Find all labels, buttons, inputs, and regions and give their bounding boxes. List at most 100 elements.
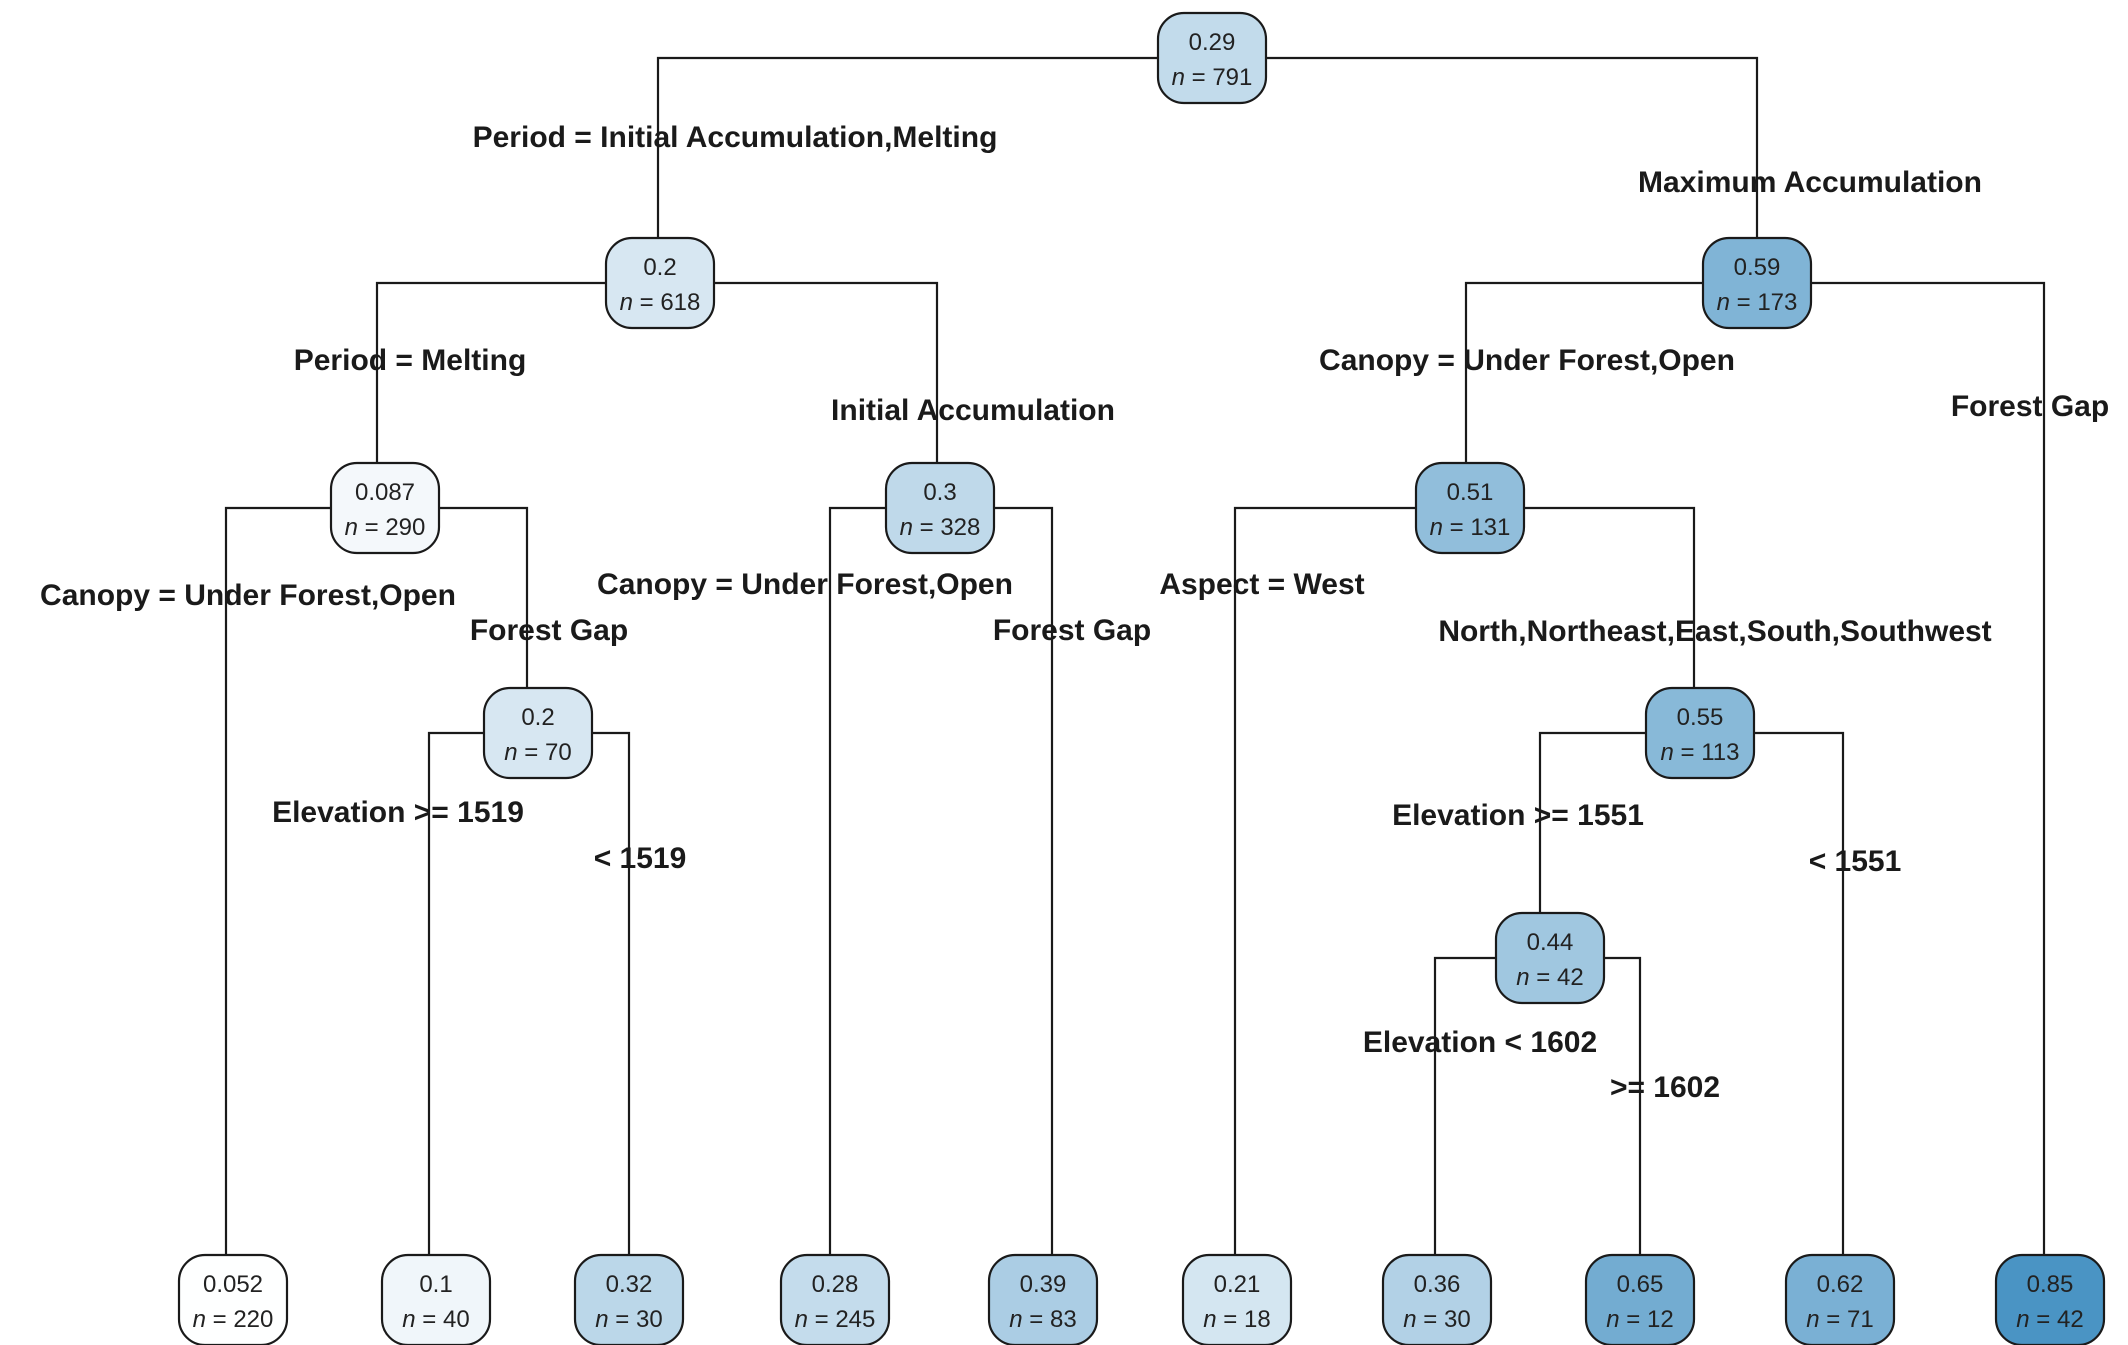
- node-value: 0.36: [1414, 1271, 1461, 1298]
- split-label-s-n3-r: Forest Gap: [1951, 390, 2109, 423]
- n-symbol: n: [1717, 289, 1730, 316]
- edge-n2: [375, 281, 939, 463]
- edge-n5: [828, 506, 1054, 1255]
- n-equals: =: [1443, 514, 1470, 541]
- split-label-s-n6-l: Aspect = West: [1159, 568, 1364, 601]
- node-count: n = 328: [900, 514, 981, 541]
- n-value: 30: [1444, 1306, 1471, 1333]
- n-value: 42: [2057, 1306, 2084, 1333]
- node-box: [1784, 1253, 1896, 1345]
- n-value: 328: [940, 514, 980, 541]
- node-count: n = 173: [1717, 289, 1798, 316]
- node-value: 0.2: [643, 254, 676, 281]
- node-value: 0.65: [1617, 1271, 1664, 1298]
- n-symbol: n: [900, 514, 913, 541]
- n-value: 83: [1050, 1306, 1077, 1333]
- split-label-s-root-r: Maximum Accumulation: [1638, 166, 1982, 199]
- edge-n9: [427, 731, 631, 1255]
- split-node-n3: 0.59 n = 173: [1701, 236, 1813, 330]
- n-equals: =: [1023, 1306, 1050, 1333]
- split-node-n6: 0.51n = 131: [1414, 461, 1526, 555]
- split-label-s-n6-r: North,Northeast,East,South,Southwest: [1438, 615, 1991, 648]
- split-label-s-n9-r: < 1519: [594, 842, 687, 875]
- n-equals: =: [1217, 1306, 1244, 1333]
- n-value: 42: [1557, 964, 1584, 991]
- node-value: 0.62: [1817, 1271, 1864, 1298]
- node-count: n = 131: [1430, 514, 1511, 541]
- node-value: 0.85: [2027, 1271, 2074, 1298]
- node-value: 0.28: [812, 1271, 859, 1298]
- node-box: [1181, 1253, 1293, 1345]
- n-equals: =: [913, 514, 940, 541]
- node-count: n = 40: [402, 1306, 469, 1333]
- n-equals: =: [1185, 64, 1212, 91]
- node-box: [1701, 236, 1813, 330]
- node-box: [177, 1253, 289, 1345]
- edge-n3: [1464, 281, 2046, 1255]
- split-label-s-n9-l: Elevation >= 1519: [272, 796, 524, 829]
- node-box: [987, 1253, 1099, 1345]
- node-box: [884, 461, 996, 555]
- node-value: 0.32: [606, 1271, 653, 1298]
- leaf-node-leaf6: 0.21n = 18: [1181, 1253, 1293, 1345]
- split-node-root: 0.29 n = 791: [1156, 11, 1268, 105]
- node-box: [1156, 11, 1268, 105]
- n-equals: =: [1674, 739, 1701, 766]
- leaf-node-leaf5: 0.39n = 83: [987, 1253, 1099, 1345]
- split-node-n9: 0.2n = 70: [482, 686, 594, 780]
- n-equals: =: [358, 514, 385, 541]
- edge-n26: [1433, 956, 1642, 1255]
- n-symbol: n: [1806, 1306, 1819, 1333]
- split-label-s-n4-l: Canopy = Under Forest,Open: [40, 579, 456, 612]
- node-count: n = 30: [595, 1306, 662, 1333]
- split-label-s-n2-l: Period = Melting: [294, 344, 527, 377]
- n-symbol: n: [795, 1306, 808, 1333]
- node-count: n = 18: [1203, 1306, 1270, 1333]
- n-equals: =: [609, 1306, 636, 1333]
- n-equals: =: [1530, 964, 1557, 991]
- split-label-s-n3-l: Canopy = Under Forest,Open: [1319, 344, 1735, 377]
- node-box: [380, 1253, 492, 1345]
- leaf-node-leaf2: 0.1n = 40: [380, 1253, 492, 1345]
- node-count: n = 42: [1516, 964, 1583, 991]
- node-count: n = 618: [620, 289, 701, 316]
- n-value: 30: [636, 1306, 663, 1333]
- node-count: n = 245: [795, 1306, 876, 1333]
- node-count: n = 113: [1661, 739, 1740, 766]
- node-box: [1494, 911, 1606, 1005]
- node-box: [1994, 1253, 2106, 1345]
- n-value: 290: [385, 514, 425, 541]
- node-value: 0.2: [521, 704, 554, 731]
- n-equals: =: [1620, 1306, 1647, 1333]
- split-labels: Period = Initial Accumulation,MeltingMax…: [40, 121, 2109, 1104]
- node-box: [1381, 1253, 1493, 1345]
- node-count: n = 791: [1172, 64, 1253, 91]
- n-symbol: n: [1430, 514, 1443, 541]
- leaf-node-leaf8: 0.65n = 12: [1584, 1253, 1696, 1345]
- edge-root: [656, 56, 1759, 238]
- n-value: 12: [1647, 1306, 1674, 1333]
- split-node-n2: 0.2 n = 618: [604, 236, 716, 330]
- n-symbol: n: [1172, 64, 1185, 91]
- split-label-s-n26-r: >= 1602: [1610, 1071, 1720, 1104]
- n-value: 173: [1757, 289, 1797, 316]
- node-count: n = 220: [193, 1306, 274, 1333]
- split-label-s-n5-l: Canopy = Under Forest,Open: [597, 568, 1013, 601]
- tree-edges: [224, 56, 2046, 1255]
- node-box: [1644, 686, 1756, 780]
- n-symbol: n: [402, 1306, 415, 1333]
- n-value: 71: [1847, 1306, 1874, 1333]
- node-value: 0.59: [1734, 254, 1781, 281]
- n-symbol: n: [504, 739, 517, 766]
- n-value: 245: [835, 1306, 875, 1333]
- leaf-node-leaf4: 0.28 n = 245: [779, 1253, 891, 1345]
- n-value: 113: [1701, 739, 1739, 766]
- n-symbol: n: [1516, 964, 1529, 991]
- leaf-node-leaf9: 0.62n = 71: [1784, 1253, 1896, 1345]
- n-value: 70: [545, 739, 572, 766]
- node-box: [604, 236, 716, 330]
- node-value: 0.29: [1189, 29, 1236, 56]
